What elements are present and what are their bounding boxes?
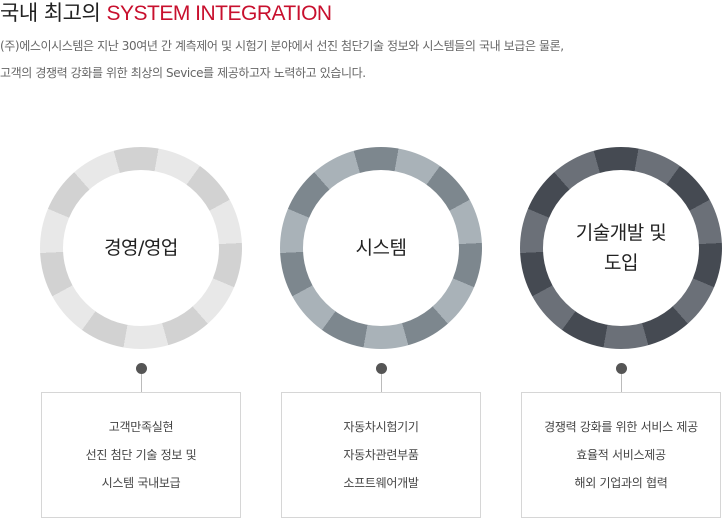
ring-center: 경영/영업 bbox=[63, 170, 219, 326]
ring-graphic: 기술개발 및 도입 bbox=[520, 147, 722, 349]
ring-graphic: 경영/영업 bbox=[40, 147, 242, 349]
card-detail-box: 자동차시험기기 자동차관련부품 소프트웨어개발 bbox=[281, 392, 481, 518]
card-title: 경영/영업 bbox=[104, 237, 178, 259]
description-line-2: 고객의 경쟁력 강화를 위한 최상의 Sevice를 제공하고자 노력하고 있습… bbox=[0, 66, 366, 80]
detail-item: 자동차관련부품 bbox=[343, 448, 419, 462]
page-title: 국내 최고의 SYSTEM INTEGRATION bbox=[0, 0, 332, 27]
connector-line bbox=[621, 374, 622, 392]
detail-item: 고객만족실현 bbox=[108, 420, 174, 434]
detail-item: 해외 기업과의 협력 bbox=[574, 476, 668, 490]
title-prefix: 국내 최고의 bbox=[0, 1, 101, 25]
detail-item: 시스템 국내보급 bbox=[101, 476, 181, 490]
connector-line bbox=[381, 374, 382, 392]
connector-dot bbox=[136, 363, 147, 374]
detail-item: 선진 첨단 기술 정보 및 bbox=[85, 448, 197, 462]
card-detail-box: 경쟁력 강화를 위한 서비스 제공 효율적 서비스제공 해외 기업과의 협력 bbox=[521, 392, 721, 518]
connector-dot bbox=[616, 363, 627, 374]
detail-item: 자동차시험기기 bbox=[343, 420, 419, 434]
detail-item: 효율적 서비스제공 bbox=[576, 448, 666, 462]
ring-center: 시스템 bbox=[303, 170, 459, 326]
title-accent: SYSTEM INTEGRATION bbox=[106, 2, 332, 25]
connector-line bbox=[141, 374, 142, 392]
description-line-1: (주)에스이시스템은 지난 30여년 간 계측제어 및 시험기 분야에서 선진 … bbox=[0, 39, 564, 53]
ring-center: 기술개발 및 도입 bbox=[543, 170, 699, 326]
card-title: 시스템 bbox=[355, 237, 407, 259]
card-title: 기술개발 및 도입 bbox=[575, 222, 667, 274]
detail-item: 소프트웨어개발 bbox=[343, 476, 419, 490]
ring-graphic: 시스템 bbox=[280, 147, 482, 349]
connector-dot bbox=[376, 363, 387, 374]
detail-item: 경쟁력 강화를 위한 서비스 제공 bbox=[544, 420, 698, 434]
card-detail-box: 고객만족실현 선진 첨단 기술 정보 및 시스템 국내보급 bbox=[41, 392, 241, 518]
